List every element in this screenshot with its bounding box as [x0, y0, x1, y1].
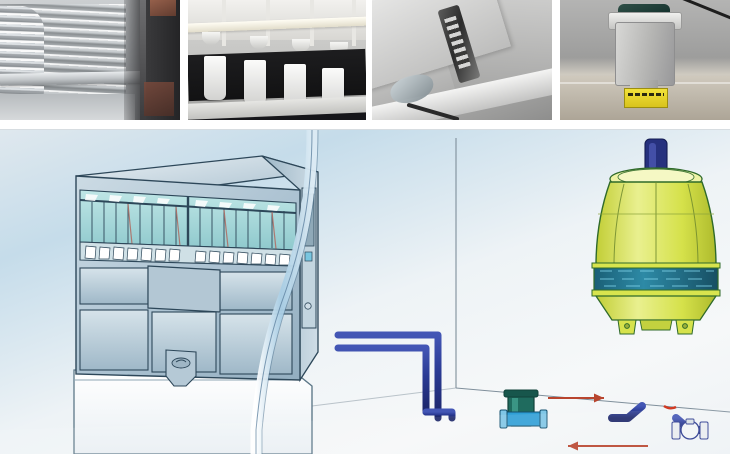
supply-pipe	[334, 331, 456, 422]
photo-tile-level-sensor[interactable]	[560, 0, 730, 120]
gate-valve-return[interactable]	[671, 418, 709, 440]
installation-schematic	[0, 129, 730, 454]
tower-sump	[594, 295, 718, 321]
arrow-from-tower	[568, 441, 648, 451]
photo-tile-water-trough[interactable]	[372, 0, 552, 120]
tower-outlet-run	[434, 414, 704, 434]
gate-valve-supply[interactable]	[499, 409, 548, 429]
photo-water-trough-image	[372, 0, 552, 120]
inlet-port-icon	[171, 357, 191, 369]
photo-tile-ice-mould-chutes[interactable]	[188, 0, 366, 120]
photo-ice-mould-chutes-image	[188, 0, 366, 120]
indicator-light	[304, 251, 313, 262]
photo-evaporator-coil-image	[0, 0, 180, 120]
connection-marker	[663, 404, 677, 410]
floor-sheen	[0, 408, 730, 454]
tower-feet	[617, 319, 695, 335]
arrow-to-tower	[548, 393, 604, 403]
control-knob-icon[interactable]	[304, 302, 312, 310]
evaporator-rack-upper	[79, 189, 297, 251]
ice-machine[interactable]	[75, 155, 319, 387]
schematic-canvas	[0, 130, 730, 454]
water-inlet-box	[165, 349, 197, 387]
center-access-door[interactable]	[147, 265, 221, 313]
photo-strip	[0, 0, 730, 122]
cooling-tower[interactable]	[591, 138, 721, 335]
photo-tile-evaporator-coil[interactable]	[0, 0, 180, 120]
drain-pipe	[250, 130, 319, 454]
evaporator-rack-lower	[79, 241, 297, 267]
photo-level-sensor-image	[560, 0, 730, 120]
